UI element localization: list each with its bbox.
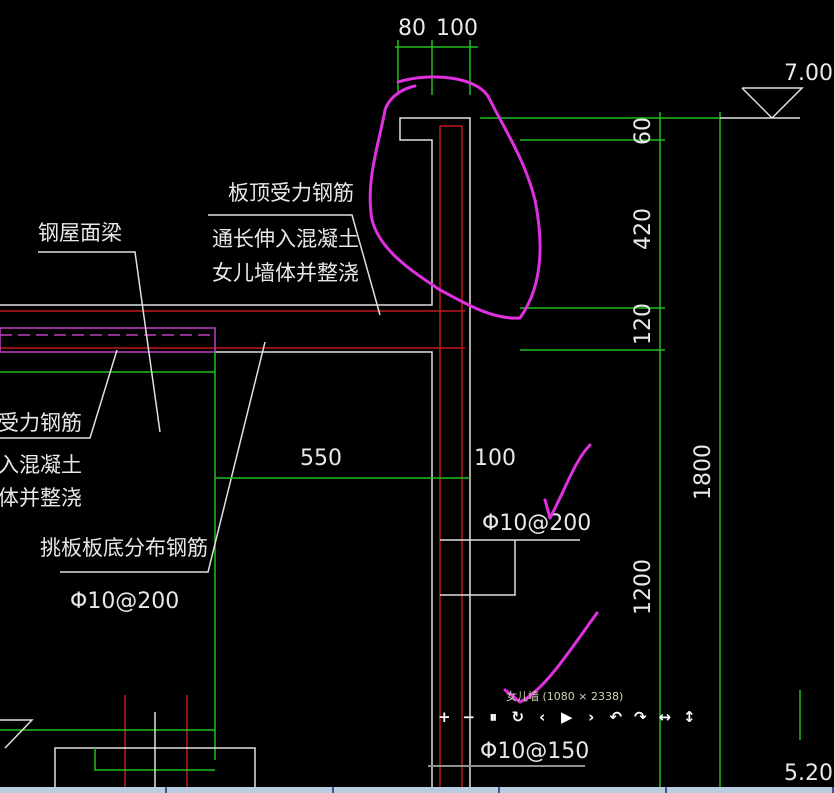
dim-120: 120	[631, 303, 656, 345]
taskbar-item[interactable]	[500, 787, 668, 793]
dim-1800: 1800	[691, 444, 716, 500]
markup-annotations	[368, 75, 599, 704]
play-button[interactable]: ▶	[560, 708, 573, 726]
taskbar-item[interactable]	[334, 787, 501, 793]
dim-100-top: 100	[436, 16, 478, 41]
reset-button[interactable]: ↻	[511, 708, 525, 726]
label-left-extend-2: 体并整浇	[0, 486, 82, 510]
label-left-rebar: 受力钢筋	[0, 411, 82, 435]
next-button[interactable]: ›	[588, 708, 595, 726]
label-slab-top-rebar: 板顶受力钢筋	[228, 181, 354, 205]
label-extend-2: 女儿墙体并整浇	[212, 261, 359, 285]
zoom-out-button[interactable]: −	[462, 708, 476, 726]
zoom-in-button[interactable]: +	[437, 708, 451, 726]
spec-left: Φ10@200	[70, 589, 179, 614]
fit-button[interactable]: ⏸	[489, 708, 497, 726]
markup-check-1	[543, 443, 592, 520]
taskbar-item[interactable]	[0, 787, 167, 793]
image-caption: 女儿墙 (1080 × 2338)	[506, 690, 624, 703]
dim-550: 550	[300, 446, 342, 471]
annotations: 板顶受力钢筋 通长伸入混凝土 女儿墙体并整浇 钢屋面梁 受力钢筋 入混凝土 体并…	[0, 181, 591, 767]
elevation-bottom: 5.20	[784, 761, 833, 786]
label-extend-1: 通长伸入混凝土	[212, 227, 359, 251]
spec-wall: Φ10@200	[482, 511, 591, 536]
rotate-left-button[interactable]: ↶	[609, 708, 623, 726]
dim-1200: 1200	[631, 559, 656, 615]
label-cantilever-bottom: 挑板板底分布钢筋	[40, 536, 208, 560]
dim-100-wall: 100	[474, 446, 516, 471]
top-dimension: 80 100	[395, 16, 478, 95]
rebar	[0, 125, 465, 790]
right-dimensions: 60 420 120 1200 1800 7.00 5.20	[480, 61, 833, 790]
label-left-extend-1: 入混凝土	[0, 453, 82, 477]
viewer-toolbar: + − ⏸ ↻ ‹ ▶ › ↶ ↷ ↔ ↕	[432, 708, 702, 726]
markup-check-2	[503, 611, 599, 704]
steel-roof-beam	[0, 327, 256, 790]
elevation-top: 7.00	[784, 61, 833, 86]
taskbar	[0, 787, 834, 793]
rotate-right-button[interactable]: ↷	[633, 708, 647, 726]
markup-circle	[368, 75, 542, 320]
dim-420: 420	[631, 208, 656, 250]
dim-60: 60	[631, 117, 656, 145]
dim-80: 80	[398, 16, 426, 41]
flip-vertical-button[interactable]: ↕	[682, 708, 696, 726]
previous-button[interactable]: ‹	[539, 708, 546, 726]
flip-horizontal-button[interactable]: ↔	[658, 708, 672, 726]
label-steel-roof-beam: 钢屋面梁	[38, 221, 122, 245]
taskbar-item[interactable]	[167, 787, 334, 793]
taskbar-item[interactable]	[667, 787, 834, 793]
spec-bottom: Φ10@150	[480, 739, 589, 764]
concrete-outline	[0, 117, 471, 790]
